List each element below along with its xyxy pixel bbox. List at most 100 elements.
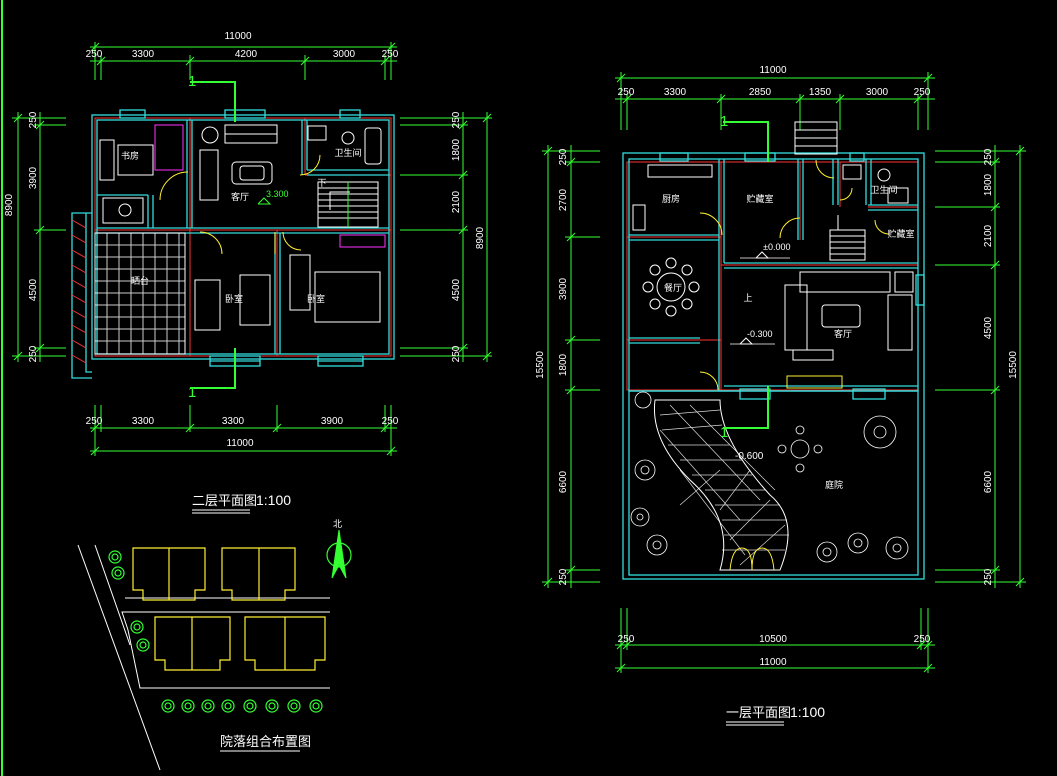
plan2-scale: 1:100	[256, 492, 291, 508]
north-arrow	[326, 529, 352, 579]
plan2-dim-bottom-2: 3300	[132, 416, 155, 427]
plan2-dim-bottom-5: 250	[382, 416, 399, 427]
plan2-dim-right-5: 250	[451, 345, 462, 362]
plan1-room-bath: 卫生间	[870, 184, 897, 196]
plan1-dim-right-3: 2100	[983, 224, 994, 247]
plan1-room-dining: 餐厅	[664, 282, 682, 294]
plan1-level-ground-triangle	[755, 251, 770, 259]
plan1-courtyard-plants	[630, 391, 909, 563]
plan2-section-marker-bottom	[190, 348, 236, 389]
plan2-dim-top-5: 250	[382, 49, 399, 60]
site-plan: 北 院落组合布置图	[77, 519, 352, 771]
plan2-furniture	[99, 124, 386, 331]
plan1-dim-top-3: 2850	[749, 87, 772, 98]
plan1-level-courtyard: -0.600	[735, 451, 764, 462]
plan1-section-marker-bottom	[723, 386, 769, 429]
plan2-section-top-label: 1	[188, 73, 196, 90]
plan2-bottom-dimension-lines	[90, 405, 397, 456]
siteplan-title: 院落组合布置图	[220, 735, 311, 750]
plan1-dim-left-2: 2700	[558, 188, 569, 211]
plan1-dim-left-6: 250	[558, 568, 569, 585]
plan1-dim-right-1: 250	[983, 148, 994, 165]
plan1-section-top-label: 1	[720, 113, 728, 130]
plan1-left-dimension-lines	[542, 145, 600, 588]
plan2-dim-bottom-4: 3900	[321, 416, 344, 427]
plan1-section-bottom-label: 1	[720, 424, 728, 441]
plan1-dim-top-5: 3000	[866, 87, 889, 98]
plan1-right-dimension-lines	[935, 145, 1026, 588]
plan2-dim-left-4: 250	[28, 345, 39, 362]
plan2-room-balcony: 晒台	[131, 275, 149, 287]
plan2-dim-top-total: 11000	[224, 31, 252, 42]
plan1-walls	[622, 152, 925, 580]
plan2-dim-top-4: 3000	[333, 49, 356, 60]
plan1-dim-left-3: 3900	[558, 277, 569, 300]
site-trees	[108, 550, 323, 713]
plan1-room-courtyard: 庭院	[825, 479, 843, 491]
plan2-dim-bottom-1: 250	[86, 416, 103, 427]
plan1-dim-right-4: 4500	[983, 316, 994, 339]
plan1-dim-left-4: 1800	[558, 353, 569, 376]
plan2-room-study: 书房	[121, 150, 139, 162]
plan1-courtyard-path	[653, 399, 789, 571]
plan1-dim-bottom-total: 11000	[759, 657, 787, 668]
plan1-bottom-dimension-lines	[615, 608, 935, 673]
plan2-dim-right-3: 2100	[451, 190, 462, 213]
second-floor-plan: 11000 250 3300 4200 3000 250 250 3300 33…	[4, 31, 492, 514]
plan1-doors	[699, 159, 890, 391]
plan1-staircase	[829, 215, 866, 261]
plan2-room-living: 客厅	[231, 191, 249, 203]
plan1-dim-left-total: 15500	[535, 351, 546, 379]
plan2-room-bed2: 卧室	[307, 293, 325, 305]
plan2-right-dimension-lines	[400, 112, 492, 362]
plan1-axis-lines	[626, 161, 919, 391]
plan1-top-dimension-lines	[615, 72, 935, 130]
plan1-dim-top-2: 3300	[664, 87, 687, 98]
plan1-dim-left-1: 250	[558, 148, 569, 165]
plan1-windows	[659, 152, 925, 400]
plan1-furniture	[632, 164, 914, 389]
plan1-level-living: -0.300	[747, 329, 773, 339]
plan1-room-storage1: 贮藏室	[746, 193, 773, 205]
plan2-title: 二层平面图	[192, 494, 257, 509]
plan1-dim-top-1: 250	[618, 87, 635, 98]
plan2-dim-left-3: 4500	[28, 278, 39, 301]
plan2-dim-top-2: 3300	[132, 49, 155, 60]
plan2-dim-bottom-3: 3300	[222, 416, 245, 427]
plan1-scale: 1:100	[790, 704, 825, 720]
first-floor-plan: 11000 250 3300 2850 1350 3000 250 250 10…	[535, 65, 1026, 726]
plan2-dim-top-1: 250	[86, 49, 103, 60]
plan1-dim-right-total: 15500	[1008, 351, 1019, 379]
plan1-room-kitchen: 厨房	[662, 193, 680, 205]
plan2-staircase	[317, 181, 379, 228]
plan2-dim-bottom-total: 11000	[226, 438, 254, 449]
plan2-left-dimension-lines	[12, 112, 66, 362]
plan2-dim-right-4: 4500	[451, 278, 462, 301]
plan2-dim-left-total: 8900	[4, 193, 15, 216]
site-roads	[77, 544, 330, 771]
plan2-dim-left-1: 250	[28, 111, 39, 128]
plan1-entrance-steps	[794, 121, 838, 155]
plan2-dim-top-3: 4200	[235, 49, 258, 60]
plan2-room-bath: 卫生间	[334, 147, 361, 159]
plan1-dim-right-6: 250	[983, 568, 994, 585]
plan2-stair-down: 下	[317, 179, 326, 189]
plan1-dim-bottom-2: 10500	[759, 634, 787, 645]
plan1-section-marker-top	[723, 121, 769, 162]
plan2-windows	[119, 109, 364, 367]
plan2-dim-left-2: 3900	[28, 166, 39, 189]
plan2-dim-right-2: 1800	[451, 138, 462, 161]
plan2-top-dimension-lines	[90, 42, 397, 80]
plan1-dim-bottom-1: 250	[618, 634, 635, 645]
plan2-dim-right-total: 8900	[475, 226, 486, 249]
plan2-dim-right-1: 250	[451, 111, 462, 128]
plan1-dim-top-6: 250	[914, 87, 931, 98]
north-label: 北	[333, 519, 342, 530]
plan1-dim-bottom-3: 250	[914, 634, 931, 645]
plan1-dim-top-total: 11000	[759, 65, 787, 76]
plan1-title: 一层平面图	[726, 706, 791, 721]
plan2-section-marker-top	[190, 81, 236, 122]
plan2-room-bed1: 卧室	[225, 293, 243, 305]
plan1-room-living: 客厅	[834, 328, 852, 340]
